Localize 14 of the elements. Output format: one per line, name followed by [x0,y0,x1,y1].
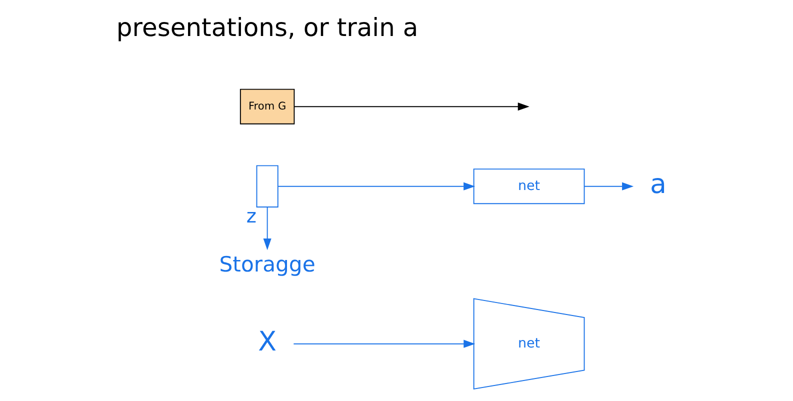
arrow [294,102,530,111]
label: presentations, or train a [116,12,418,42]
node-text: X [258,326,277,358]
arrow [263,206,272,250]
node-text: Storagge [219,251,316,276]
node-text: a [650,168,666,200]
node-box: From G [240,88,295,124]
node-box [256,165,278,208]
node-box: net [473,168,585,204]
arrow [293,340,476,348]
node-box: net [473,298,585,390]
arrow [584,182,634,190]
arrow [278,182,476,190]
node-label: z [246,204,257,228]
